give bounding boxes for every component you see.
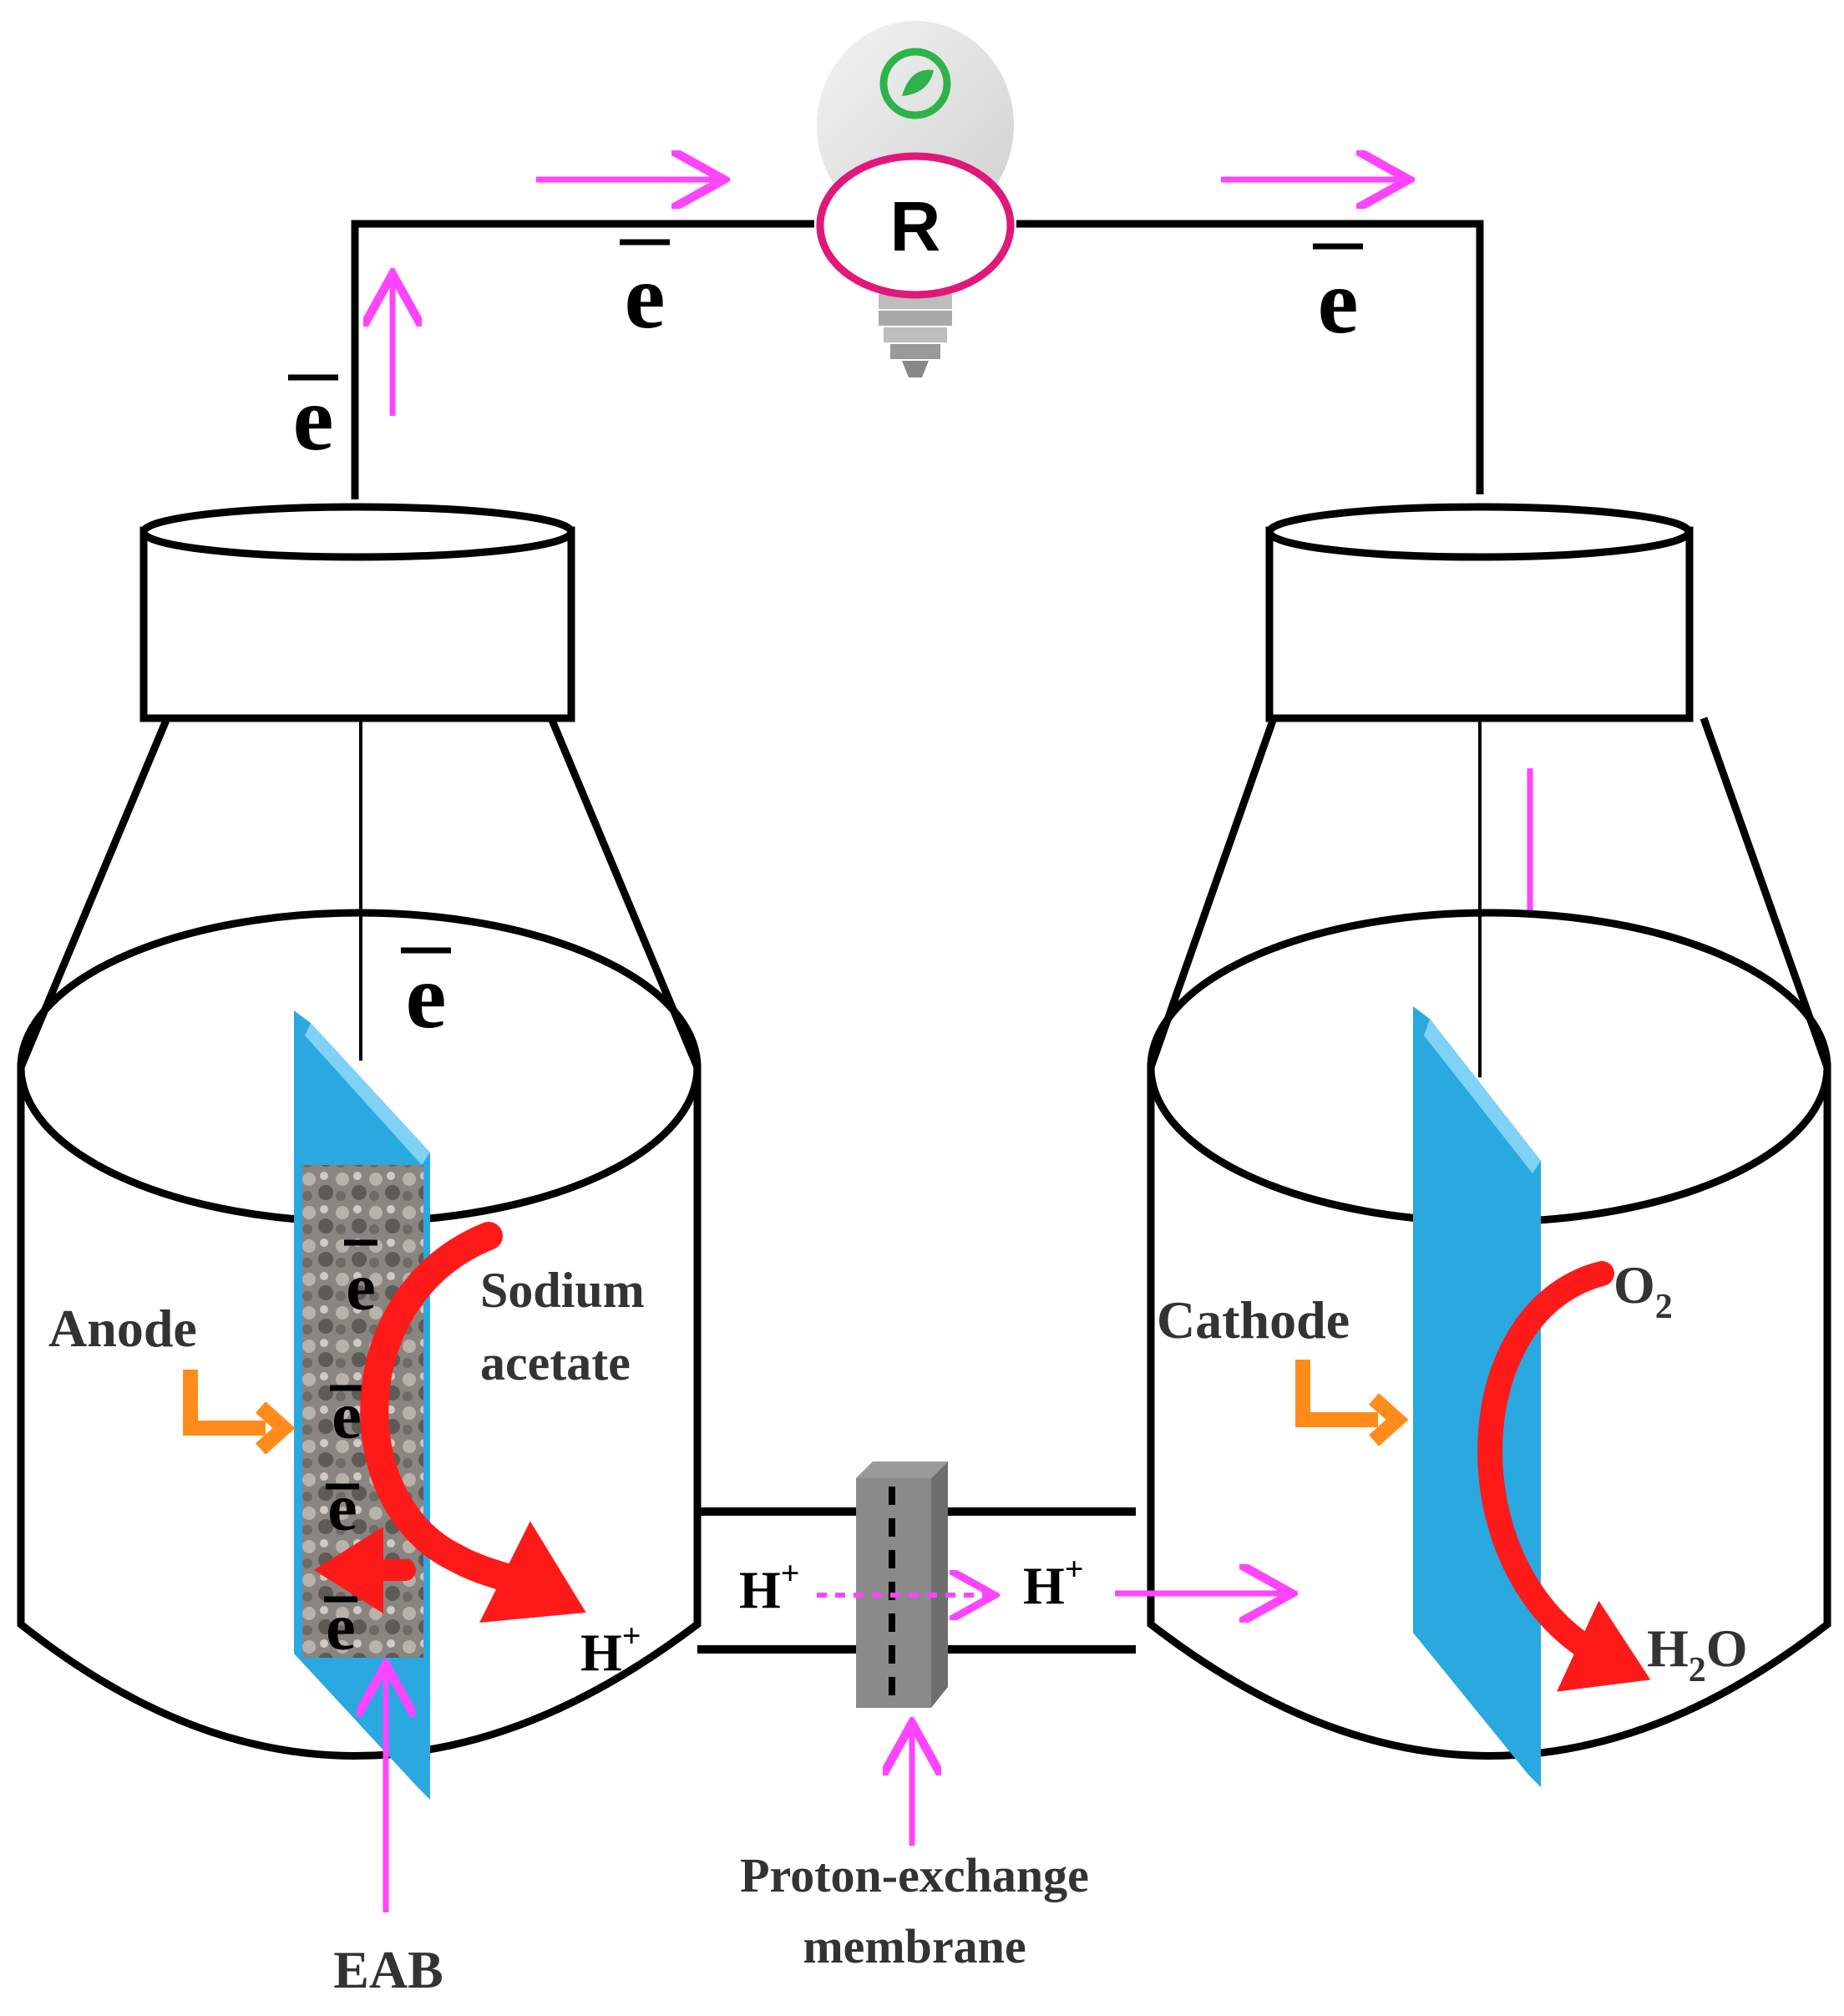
resistor-label: R xyxy=(890,187,941,266)
eab-label: EAB xyxy=(333,1940,443,1999)
cathode-label: Cathode xyxy=(1157,1290,1350,1350)
svg-text:e: e xyxy=(293,367,334,469)
anode-label: Anode xyxy=(48,1299,197,1358)
membrane-label-line2: membrane xyxy=(803,1919,1026,1973)
cathode-electrode xyxy=(1413,1006,1541,1787)
svg-text:e: e xyxy=(326,1591,356,1664)
anode-reaction-arrows xyxy=(313,1222,586,1623)
sodium-acetate-label-line2: acetate xyxy=(480,1335,631,1390)
anode-pointer-arrow xyxy=(183,1370,296,1455)
electron-label-top-right: e xyxy=(1313,243,1363,352)
svg-text:e: e xyxy=(327,1471,357,1545)
membrane-label-line1: Proton-exchange xyxy=(740,1848,1089,1902)
resistor: R xyxy=(816,152,1015,299)
electron-label-anode-1: e xyxy=(344,1239,377,1325)
water-label: H2O xyxy=(1647,1618,1748,1689)
electron-label-anode-3: e xyxy=(326,1471,359,1545)
proton-label-anode: H+ xyxy=(580,1617,641,1682)
red-arrow-oxygen-to-water xyxy=(1477,1261,1651,1692)
proton-label-membrane-right: H+ xyxy=(1023,1550,1084,1615)
svg-text:e: e xyxy=(625,246,666,347)
svg-text:e: e xyxy=(1318,251,1359,352)
electron-label-anode-2: e xyxy=(330,1380,363,1453)
cathode-pointer-arrow xyxy=(1295,1360,1409,1446)
electron-label-anode-4: e xyxy=(324,1591,357,1664)
svg-text:e: e xyxy=(406,945,447,1047)
electron-label-top-left: e xyxy=(620,239,670,347)
electron-label-anode-bottle: e xyxy=(401,945,451,1047)
proton-label-membrane-left: H+ xyxy=(739,1554,800,1619)
proton-exchange-membrane xyxy=(856,1461,948,1708)
oxygen-label: O2 xyxy=(1614,1255,1673,1326)
svg-text:e: e xyxy=(332,1380,362,1453)
red-arrow-acetate-to-proton xyxy=(360,1222,586,1623)
circuit-wire xyxy=(351,220,1484,499)
anode-electrons: e e e e xyxy=(324,1239,377,1664)
svg-text:e: e xyxy=(346,1251,376,1325)
electron-label-left-wire: e xyxy=(288,367,338,469)
sodium-acetate-label-line1: Sodium xyxy=(480,1263,645,1318)
cathode-bottle xyxy=(1147,503,1831,1760)
